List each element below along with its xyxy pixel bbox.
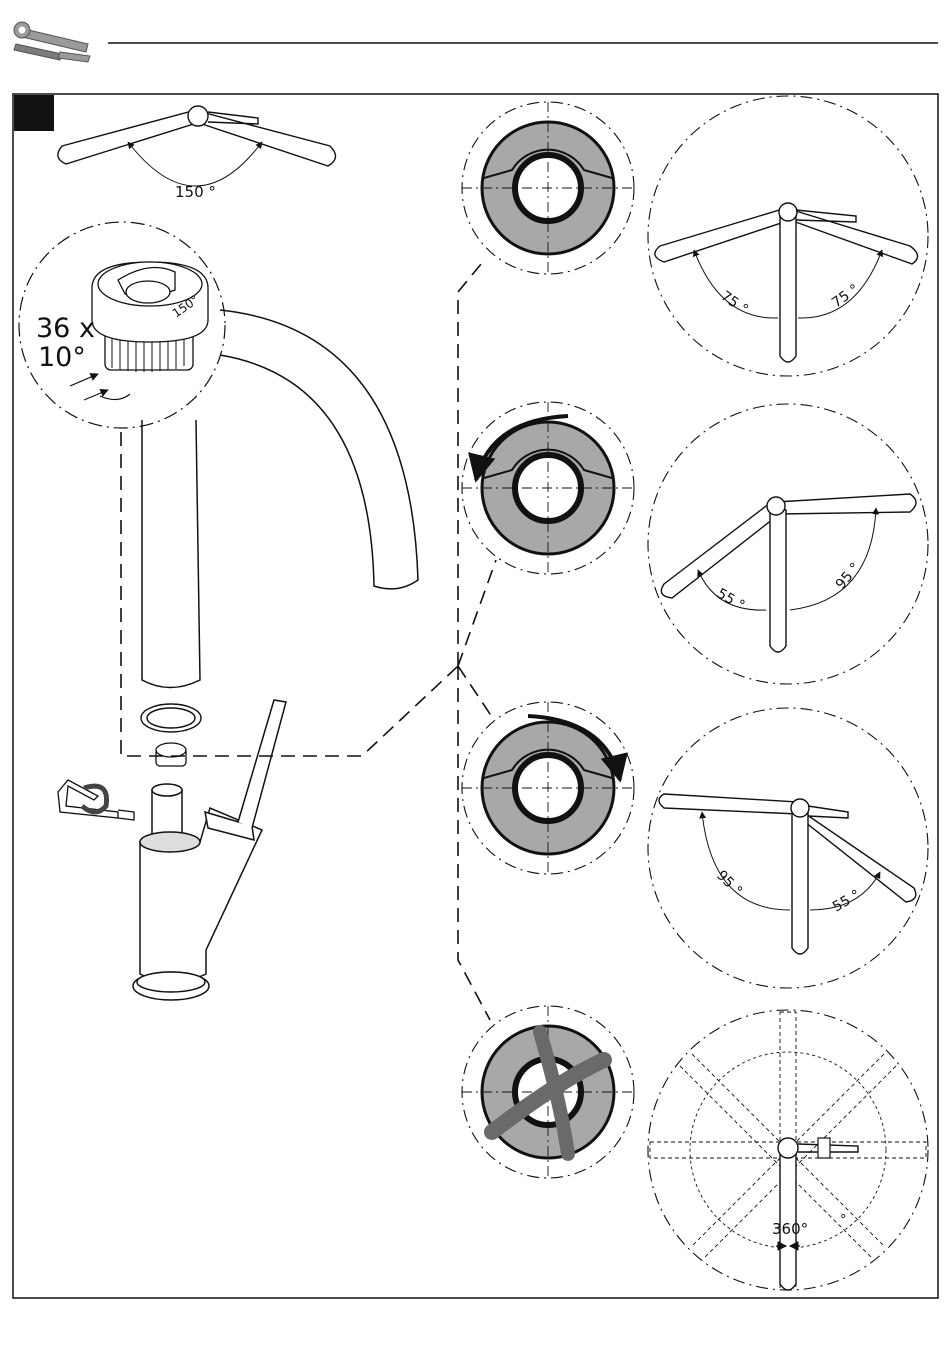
spout-top-view: [58, 106, 336, 186]
ring-detail-2: [462, 402, 634, 574]
faucet-body: [133, 700, 286, 1000]
step-number-box: [14, 95, 54, 131]
rotation-step-label: 10°: [38, 342, 86, 373]
ring-detail-3: [462, 702, 634, 874]
ring-detail-4: [462, 1006, 634, 1178]
config-4-mark: °: [840, 1213, 847, 1228]
rotation-cap: [92, 262, 208, 372]
config-55-95: [648, 404, 928, 684]
config-75-75: [648, 96, 928, 376]
seal-ring: [141, 704, 201, 732]
config-360: [648, 1010, 928, 1290]
hex-key-icon: [58, 780, 134, 820]
rotation-count-label: 36 x: [36, 313, 95, 344]
config-2-left-angle: 55 °: [714, 586, 747, 614]
tools-icon: [14, 22, 90, 62]
config-2-right-angle: 95 °: [833, 560, 864, 593]
config-1-left-angle: 75 °: [718, 288, 751, 318]
config-1-right-angle: 75 °: [829, 281, 862, 311]
config-3-left-angle: 95 °: [713, 868, 745, 900]
config-95-55: [648, 708, 928, 988]
config-3-right-angle: 55 °: [830, 887, 863, 915]
rotation-step-arrows: [70, 374, 130, 400]
insert-piece: [156, 743, 186, 766]
top-angle-label: 150 °: [175, 183, 216, 201]
ring-detail-1: [462, 102, 634, 274]
config-4-angle: 360°: [772, 1220, 808, 1238]
